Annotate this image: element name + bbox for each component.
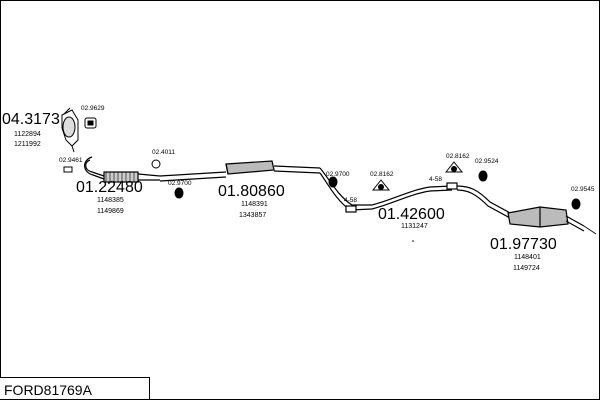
part-ref: 1211992	[14, 141, 41, 148]
diagram-code: FORD81769A	[4, 382, 92, 398]
front-pipe-icon	[84, 156, 161, 183]
accessory-number: 02.4011	[152, 149, 176, 156]
rubber-hanger-icon	[328, 176, 338, 188]
dot-marker	[412, 240, 414, 242]
diagram-code-box: FORD81769A	[0, 377, 150, 399]
accessory-number: 02.9461	[59, 157, 83, 164]
rubber-hanger-icon	[478, 170, 488, 182]
bolt-icon	[63, 166, 73, 173]
part-number-rear-pipe: 01.42600	[378, 206, 445, 223]
part-number-center-silencer: 01.80860	[218, 183, 285, 200]
bracket-icon	[371, 161, 464, 191]
rubber-hanger-icon	[571, 198, 581, 210]
rubber-hanger-icon	[174, 187, 184, 199]
accessory-number: 02.9700	[326, 171, 350, 178]
catalytic-converter-icon	[61, 107, 79, 153]
part-ref: 1149869	[97, 208, 124, 215]
part-ref: 1122894	[14, 131, 41, 138]
part-number-catalytic-converter: 04.3173	[2, 111, 60, 128]
accessory-number: 02.8162	[446, 153, 470, 160]
accessory-number: 02.9629	[81, 105, 105, 112]
accessory-number: 02.8162	[370, 171, 394, 178]
rear-pipe-icon	[319, 167, 458, 213]
clamp-ring-icon	[151, 159, 161, 169]
part-ref: 1343857	[239, 212, 267, 219]
gasket-icon	[84, 117, 97, 129]
part-number-front-pipe: 01.22480	[76, 179, 143, 196]
part-ref: 1149724	[513, 265, 540, 272]
accessory-number: 02.9700	[168, 180, 192, 187]
part-ref: 1148391	[241, 201, 268, 208]
clamp-label: 4-58	[344, 197, 358, 204]
part-ref: 1148385	[97, 197, 124, 204]
accessory-number: 02.9524	[475, 158, 499, 165]
rear-muffler-icon	[456, 185, 597, 235]
part-ref: 1148401	[514, 254, 541, 261]
clamp-label: 4-58	[429, 176, 443, 183]
part-number-rear-muffler: 01.97730	[490, 236, 557, 253]
accessory-number: 02.9545	[571, 186, 595, 193]
center-silencer-icon	[159, 160, 321, 182]
part-ref: 1131247	[401, 223, 428, 230]
